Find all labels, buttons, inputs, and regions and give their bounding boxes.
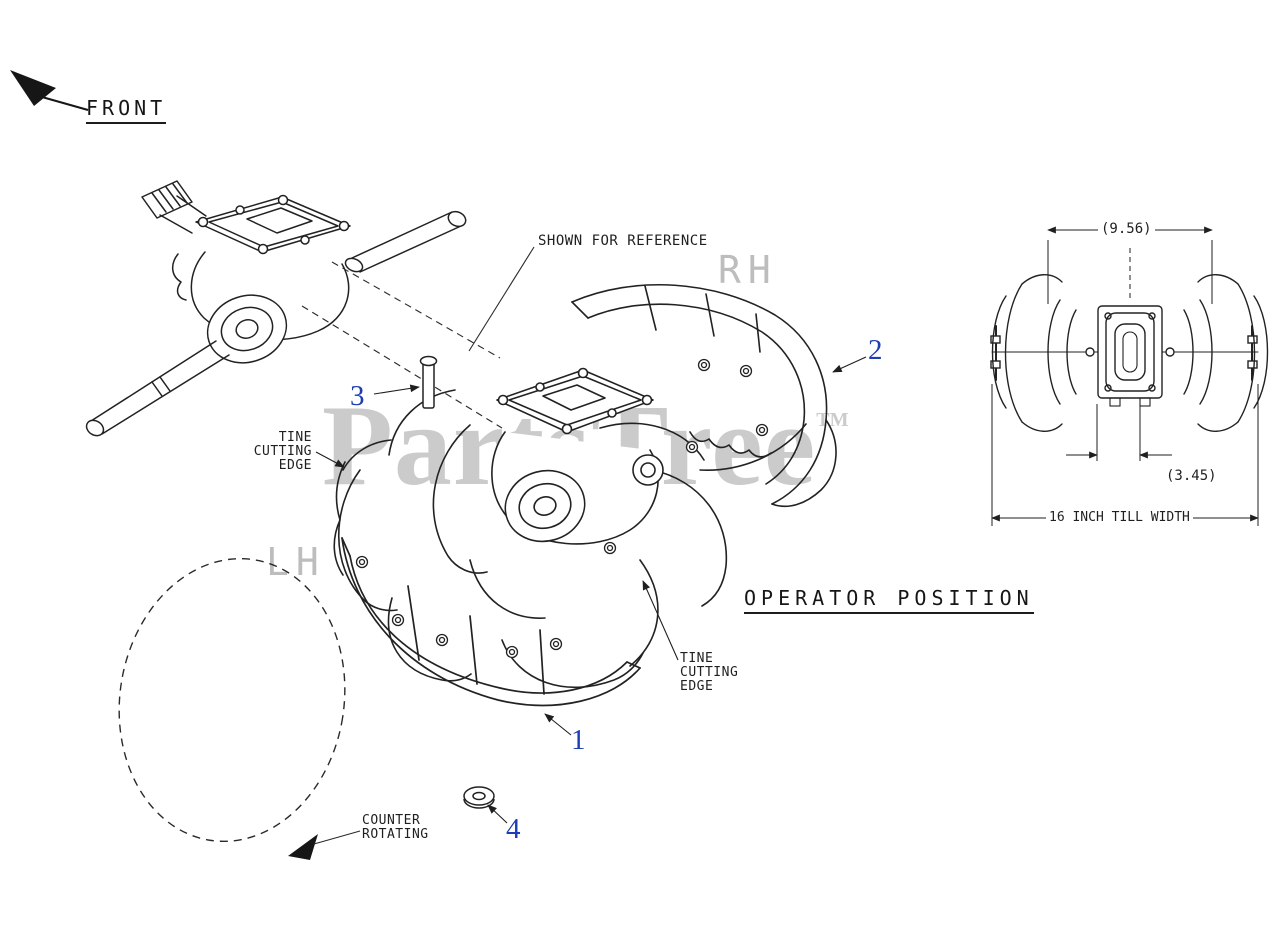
rh-side-label: RH <box>718 248 778 292</box>
front-tine-shield-drawing <box>341 537 641 707</box>
front-label: FRONT <box>86 96 167 124</box>
operator-position-label: OPERATOR POSITION <box>744 586 1034 614</box>
callout-3[interactable]: 3 <box>350 380 365 412</box>
right-tine-shield-drawing <box>571 284 837 508</box>
washer-drawing <box>463 786 495 809</box>
lh-side-label: LH <box>266 540 326 584</box>
top-view-diagram <box>990 274 1269 432</box>
dimension-9-56: (9.56) <box>1098 221 1155 237</box>
bolt-heads-drawing <box>355 358 769 659</box>
shown-for-reference-label: SHOWN FOR REFERENCE <box>538 233 708 249</box>
tine-cutting-edge-right-label: TINE CUTTING EDGE <box>680 651 739 694</box>
front-direction-arrow <box>10 70 89 111</box>
dimension-till-width: 16 INCH TILL WIDTH <box>1046 510 1193 525</box>
label-leader-lines <box>315 356 867 824</box>
pin-drawing <box>419 355 438 409</box>
counter-rotating-label: COUNTER ROTATING <box>362 813 429 842</box>
callout-2[interactable]: 2 <box>868 334 883 366</box>
callout-1[interactable]: 1 <box>571 724 586 756</box>
callout-4[interactable]: 4 <box>506 813 521 845</box>
reference-gearbox-drawing <box>85 180 467 437</box>
tine-cutting-edge-left-label: TINE CUTTING EDGE <box>253 430 312 473</box>
counter-rotation-ellipse <box>118 557 361 860</box>
main-gearbox-drawing <box>491 367 664 545</box>
watermark-tm: TM <box>816 409 849 431</box>
reference-dashed-lines <box>301 246 535 429</box>
dimension-3-45: (3.45) <box>1163 468 1220 484</box>
